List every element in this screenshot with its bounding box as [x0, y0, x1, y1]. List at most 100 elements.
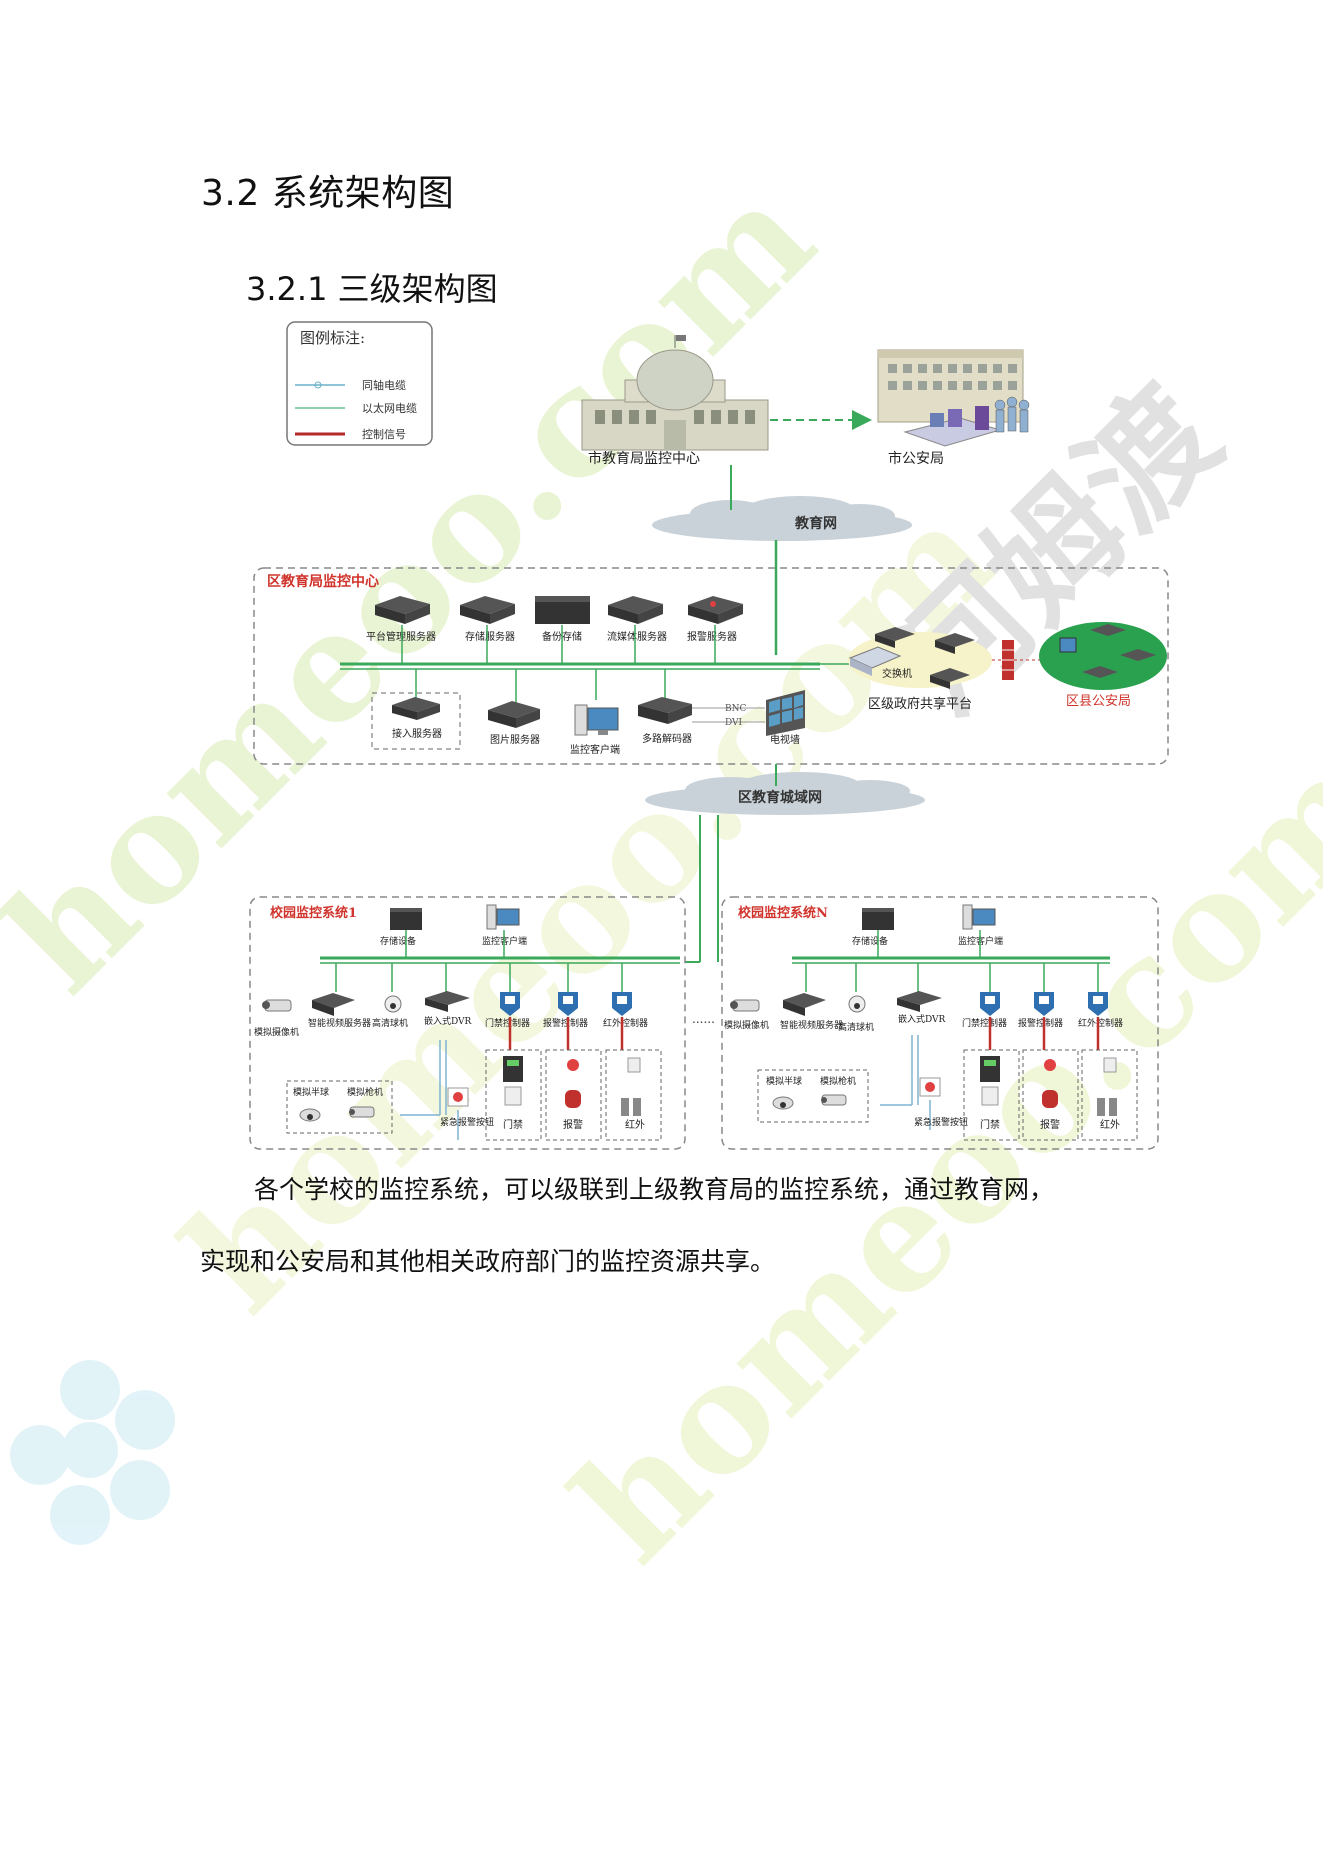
- gov-server-icon: [930, 668, 970, 689]
- video-server-icon: [783, 993, 826, 1016]
- infrared-sensor-icon: [621, 1057, 641, 1116]
- bnc-label: BNC: [725, 704, 746, 714]
- dome-camera-icon: [772, 1096, 794, 1110]
- device-label: 高清球机: [838, 1021, 874, 1033]
- image-server-label: 图片服务器: [490, 733, 540, 746]
- door-reader-icon: [980, 1056, 1000, 1106]
- server-icon: [608, 596, 663, 624]
- server-icon: [375, 596, 430, 624]
- lan-cloud-icon: [645, 772, 925, 815]
- alarm-controller-icon: [1034, 992, 1054, 1016]
- analog-dome-label: 模拟半球: [766, 1075, 802, 1087]
- subsection-heading: 3.2.1 三级架构图: [246, 270, 498, 308]
- device-label: 门禁控制器: [485, 1017, 530, 1029]
- tv-wall-icon: [766, 690, 805, 736]
- decoder-icon: [638, 697, 692, 724]
- paragraph-line-2: 实现和公安局和其他相关政府部门的监控资源共享。: [200, 1247, 776, 1276]
- dome-camera-icon: [299, 1108, 321, 1122]
- server-label: 存储服务器: [465, 630, 515, 643]
- infrared-controller-icon: [1088, 992, 1108, 1016]
- campus-devices-n: 模拟摄像机 智能视频服务器 高清球机 嵌入式DVR 门禁控制器 报警控制器 红外…: [724, 991, 1123, 1033]
- device-label: 嵌入式DVR: [424, 1015, 472, 1027]
- analog-gun-label: 模拟枪机: [820, 1075, 856, 1087]
- alarm-label: 报警: [1040, 1118, 1060, 1131]
- analog-camera-icon: [262, 999, 292, 1012]
- tv-wall-label: 电视墙: [770, 733, 800, 746]
- door-label: 门禁: [980, 1118, 1000, 1131]
- county-server-icon: [1059, 624, 1156, 678]
- device-label: 模拟摄像机: [724, 1019, 769, 1031]
- dvr-icon: [897, 991, 942, 1012]
- storage-icon: [862, 908, 894, 930]
- dome-camera-icon: [848, 995, 866, 1013]
- campus-n-title: 校园监控系统N: [738, 905, 828, 921]
- section-heading: 3.2 系统架构图: [201, 173, 455, 214]
- emergency-label: 紧急报警按钮: [440, 1116, 494, 1128]
- legend-label-coax: 同轴电缆: [362, 378, 406, 392]
- gun-camera-icon: [821, 1094, 847, 1106]
- campus-n-box: [721, 896, 1159, 1150]
- gov-server-icon: [935, 633, 975, 654]
- client-pc-icon: [962, 904, 996, 930]
- infrared-label: 红外: [1100, 1118, 1120, 1131]
- switch-icon: [848, 646, 902, 676]
- access-server-icon: [392, 697, 440, 720]
- paragraph-line-1: 各个学校的监控系统，可以级联到上级教育局的监控系统，通过教育网，: [254, 1175, 1055, 1204]
- campus-storage-label: 存储设备: [380, 935, 416, 947]
- image-server-icon: [488, 701, 540, 728]
- emergency-label: 紧急报警按钮: [914, 1116, 968, 1128]
- gun-camera-icon: [349, 1106, 375, 1118]
- alarm-controller-icon: [558, 992, 578, 1016]
- edu-net-cloud-icon: [652, 496, 912, 541]
- district-title: 区教育局监控中心: [267, 573, 379, 590]
- analog-gun-label: 模拟枪机: [347, 1086, 383, 1098]
- infrared-controller-icon: [612, 992, 632, 1016]
- legend-title: 图例标注:: [300, 329, 365, 347]
- edu-net-label: 教育网: [795, 515, 837, 532]
- infrared-sensor-icon: [1097, 1057, 1117, 1116]
- analog-dome-label: 模拟半球: [293, 1086, 329, 1098]
- firewall-icon: [1002, 640, 1014, 680]
- device-label: 红外控制器: [603, 1017, 648, 1029]
- video-server-icon: [312, 993, 355, 1016]
- legend-label-ethernet: 以太网电缆: [362, 402, 417, 415]
- alarm-server-icon: [688, 596, 743, 624]
- door-controller-icon: [980, 992, 1000, 1016]
- city-edu-center-label: 市教育局监控中心: [588, 450, 700, 467]
- dvr-icon: [425, 991, 470, 1012]
- campus-devices-1: 模拟摄像机 智能视频服务器 高清球机 嵌入式DVR 门禁控制器 报警控制器 红外…: [254, 991, 648, 1038]
- district-box: [253, 567, 1169, 765]
- device-label: 报警控制器: [543, 1017, 588, 1029]
- client-pc-icon: [574, 704, 619, 736]
- decoder-label: 多路解码器: [642, 732, 692, 745]
- ellipsis: ......: [692, 1012, 715, 1026]
- legend-label-control: 控制信号: [362, 427, 406, 441]
- analog-camera-icon: [730, 999, 760, 1012]
- device-label: 红外控制器: [1078, 1017, 1123, 1029]
- city-edu-building-icon: [581, 335, 769, 451]
- client-label: 监控客户端: [570, 743, 620, 756]
- device-label: 智能视频服务器: [780, 1019, 843, 1031]
- gov-server-icon: [875, 627, 915, 648]
- emergency-button-icon: [447, 1087, 469, 1107]
- device-label: 嵌入式DVR: [898, 1013, 946, 1025]
- gov-platform-label: 区级政府共享平台: [868, 696, 972, 712]
- storage-icon: [390, 908, 422, 930]
- device-label: 模拟摄像机: [254, 1026, 299, 1038]
- client-pc-icon: [486, 904, 520, 930]
- door-controller-icon: [500, 992, 520, 1016]
- district-servers: 平台管理服务器 存储服务器 备份存储 流媒体服务器 报警服务器: [366, 596, 743, 643]
- device-label: 门禁控制器: [962, 1017, 1007, 1029]
- legend: 图例标注: 同轴电缆 以太网电缆 控制信号: [286, 321, 433, 446]
- infrared-label: 红外: [625, 1118, 645, 1131]
- alarm-bell-icon: [565, 1059, 581, 1108]
- emergency-button-icon: [919, 1077, 941, 1097]
- lan-label: 区教育城域网: [738, 789, 822, 806]
- device-label: 报警控制器: [1018, 1017, 1063, 1029]
- door-label: 门禁: [503, 1118, 523, 1131]
- county-police-label: 区县公安局: [1066, 694, 1131, 709]
- dvi-label: DVI: [725, 718, 743, 728]
- dome-camera-icon: [384, 995, 402, 1013]
- access-server-label: 接入服务器: [392, 727, 442, 740]
